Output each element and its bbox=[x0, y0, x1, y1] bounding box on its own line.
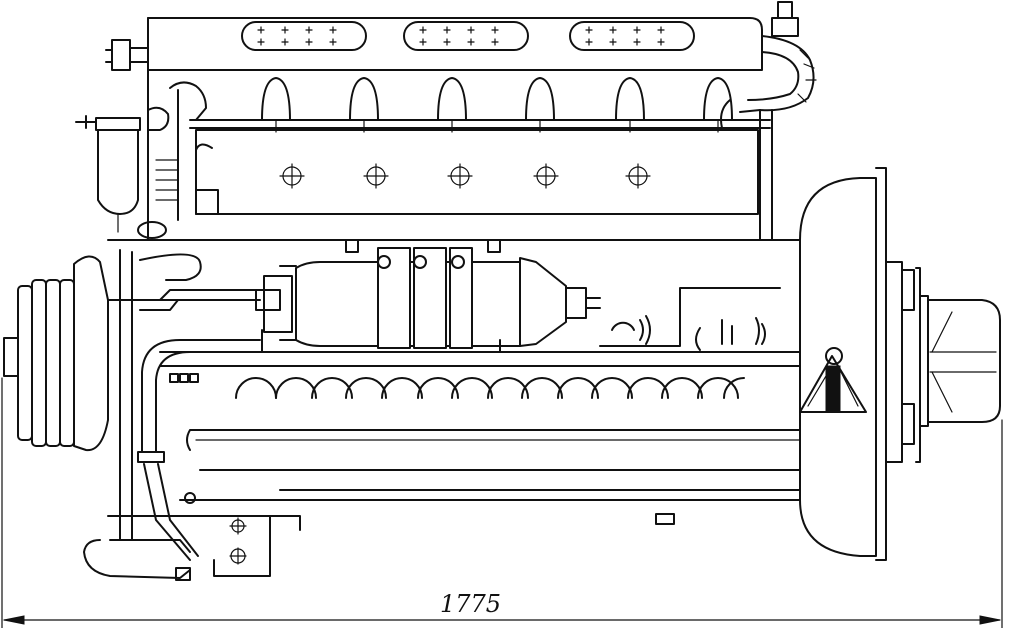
overall-length-dimension: 1775 bbox=[1, 377, 1003, 628]
cylinder-head-joint bbox=[189, 119, 771, 215]
overall-length-label: 1775 bbox=[440, 590, 501, 618]
oil-filler-cap bbox=[105, 39, 149, 71]
oil-pipes bbox=[137, 289, 261, 561]
spark-plug-bosses bbox=[261, 77, 733, 133]
gearbox-tail bbox=[919, 295, 1001, 427]
magneto-generator bbox=[255, 239, 601, 353]
block-studs bbox=[279, 163, 651, 189]
crankcase-arches bbox=[169, 373, 745, 399]
fuel-filter-bowl bbox=[75, 115, 141, 233]
dimension-arrow-right-icon bbox=[979, 615, 1001, 625]
water-outlet-pipe bbox=[720, 1, 817, 241]
valve-gear-outline bbox=[599, 287, 781, 351]
fan-drive-pulley-housing bbox=[137, 81, 207, 239]
front-cover-base bbox=[83, 492, 271, 581]
valve-cover bbox=[147, 17, 763, 241]
crankshaft-pulley bbox=[3, 255, 109, 452]
dimension-arrow-left-icon bbox=[3, 615, 25, 625]
flywheel-housing bbox=[799, 167, 921, 561]
